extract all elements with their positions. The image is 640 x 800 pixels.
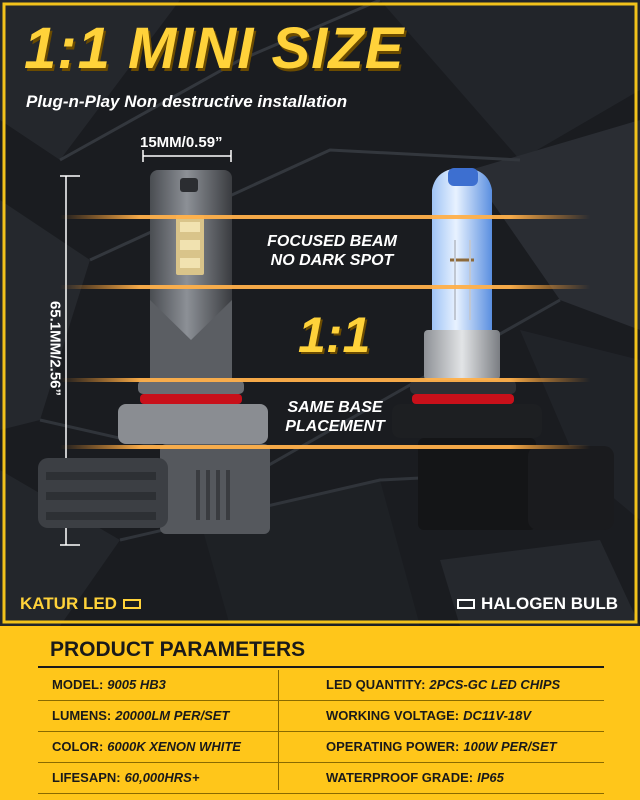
- parameter-cell: WORKING VOLTAGE:DC11V-18V: [326, 701, 531, 731]
- beam-callout-line1: FOCUSED BEAM: [267, 233, 397, 250]
- parameter-value: 2PCS-GC LED CHIPS: [429, 677, 561, 692]
- parameter-label: LUMENS:: [52, 708, 112, 723]
- parameters-divider: [38, 666, 604, 668]
- table-row: COLOR:6000K XENON WHITE OPERATING POWER:…: [38, 732, 604, 763]
- parameter-cell: MODEL:9005 HB3: [52, 670, 166, 700]
- parameter-label: MODEL:: [52, 677, 104, 692]
- parameter-label: OPERATING POWER:: [326, 739, 460, 754]
- parameter-cell: LED QUANTITY:2PCS-GC LED CHIPS: [326, 670, 560, 700]
- halogen-legend-label: HALOGEN BULB: [481, 594, 618, 613]
- led-legend: KATUR LED: [20, 594, 141, 614]
- led-legend-swatch-icon: [122, 599, 141, 609]
- halogen-legend: HALOGEN BULB: [457, 594, 618, 614]
- parameter-label: COLOR:: [52, 739, 104, 754]
- parameter-cell: WATERPROOF GRADE:IP65: [326, 763, 504, 793]
- column-divider: [278, 670, 279, 790]
- parameter-value: 100W PER/SET: [463, 739, 557, 754]
- table-row: MODEL:9005 HB3 LED QUANTITY:2PCS-GC LED …: [38, 670, 604, 701]
- base-callout-line1: SAME BASE: [287, 399, 383, 416]
- product-parameters-panel: PRODUCT PARAMETERS MODEL:9005 HB3 LED QU…: [0, 626, 640, 800]
- parameter-value: 60,000HRS+: [124, 770, 200, 785]
- parameter-value: IP65: [477, 770, 504, 785]
- beam-callout-line2: NO DARK SPOT: [270, 252, 394, 269]
- height-dimension-label: 65.1MM/2.56”: [46, 300, 64, 397]
- width-dimension-label: 15MM/0.59”: [140, 134, 223, 151]
- led-bulb-illustration: [38, 170, 270, 534]
- led-legend-label: KATUR LED: [20, 594, 117, 613]
- parameter-value: 6000K XENON WHITE: [107, 739, 241, 754]
- parameter-cell: LUMENS:20000LM PER/SET: [52, 701, 229, 731]
- halogen-legend-swatch-icon: [457, 599, 476, 609]
- parameter-cell: COLOR:6000K XENON WHITE: [52, 732, 241, 762]
- parameter-value: 20000LM PER/SET: [115, 708, 230, 723]
- headline: 1:1 MINI SIZE: [24, 16, 405, 81]
- parameter-label: LIFESAPN:: [52, 770, 121, 785]
- hero-section: 1:1 MINI SIZE Plug-n-Play Non destructiv…: [0, 0, 640, 626]
- parameter-label: LED QUANTITY:: [326, 677, 426, 692]
- geometric-background: [0, 0, 640, 626]
- parameter-cell: LIFESAPN:60,000HRS+: [52, 763, 199, 793]
- parameters-title: PRODUCT PARAMETERS: [50, 638, 306, 661]
- base-callout-line2: PLACEMENT: [285, 418, 385, 435]
- parameter-value: 9005 HB3: [107, 677, 166, 692]
- table-row: LUMENS:20000LM PER/SET WORKING VOLTAGE:D…: [38, 701, 604, 732]
- ratio-callout: 1:1: [298, 307, 371, 363]
- subheadline: Plug-n-Play Non destructive installation: [26, 92, 348, 111]
- parameter-value: DC11V-18V: [463, 708, 532, 723]
- table-row: LIFESAPN:60,000HRS+ WATERPROOF GRADE:IP6…: [38, 763, 604, 794]
- parameters-table: MODEL:9005 HB3 LED QUANTITY:2PCS-GC LED …: [38, 670, 604, 794]
- parameter-label: WORKING VOLTAGE:: [326, 708, 460, 723]
- halogen-bulb-illustration: [392, 168, 614, 530]
- parameter-label: WATERPROOF GRADE:: [326, 770, 474, 785]
- parameter-cell: OPERATING POWER:100W PER/SET: [326, 732, 557, 762]
